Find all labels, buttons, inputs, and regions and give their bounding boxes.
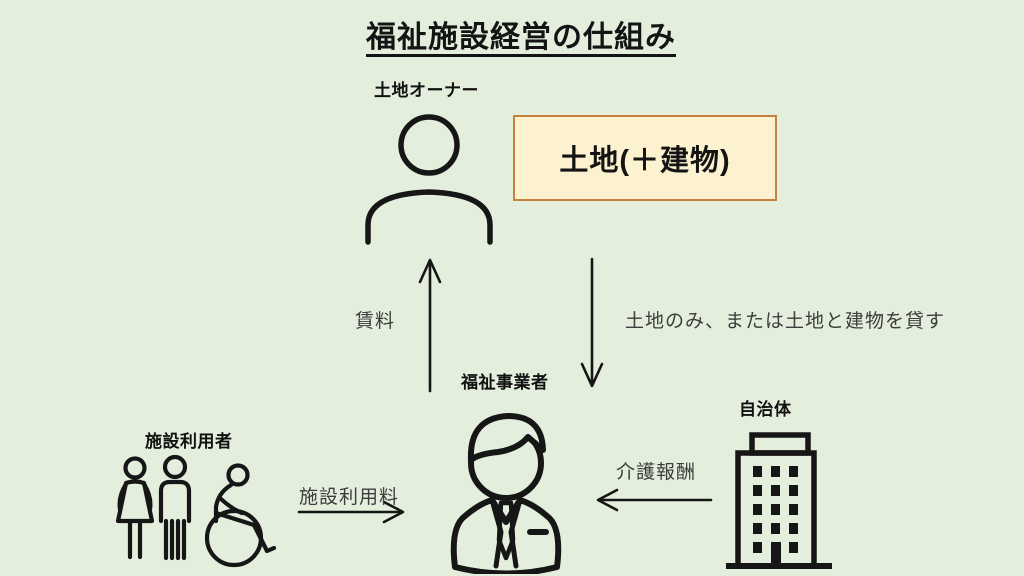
welfare-operator-label: 福祉事業者 (461, 373, 549, 392)
people-group-wheelchair-icon (115, 455, 277, 568)
page-title: 福祉施設経営の仕組み (366, 21, 676, 54)
land-building-box: 土地(＋建物) (513, 115, 777, 201)
person-outline-icon (365, 114, 493, 245)
care-fee-label: 介護報酬 (616, 462, 697, 483)
land-owner-label: 土地オーナー (374, 81, 479, 100)
office-building-icon (726, 432, 832, 569)
rent-label: 賃料 (355, 311, 396, 332)
lease-arrow-down-icon (580, 257, 604, 388)
care-fee-arrow-left-icon (596, 488, 713, 512)
lease-label: 土地のみ、または土地と建物を貸す (625, 311, 946, 332)
usage-fee-label: 施設利用料 (299, 487, 400, 508)
rent-arrow-up-icon (418, 258, 442, 393)
facility-users-label: 施設利用者 (145, 432, 233, 451)
businessman-icon (450, 413, 562, 574)
municipality-label: 自治体 (739, 400, 792, 419)
usage-fee-arrow-right-icon (297, 500, 405, 524)
